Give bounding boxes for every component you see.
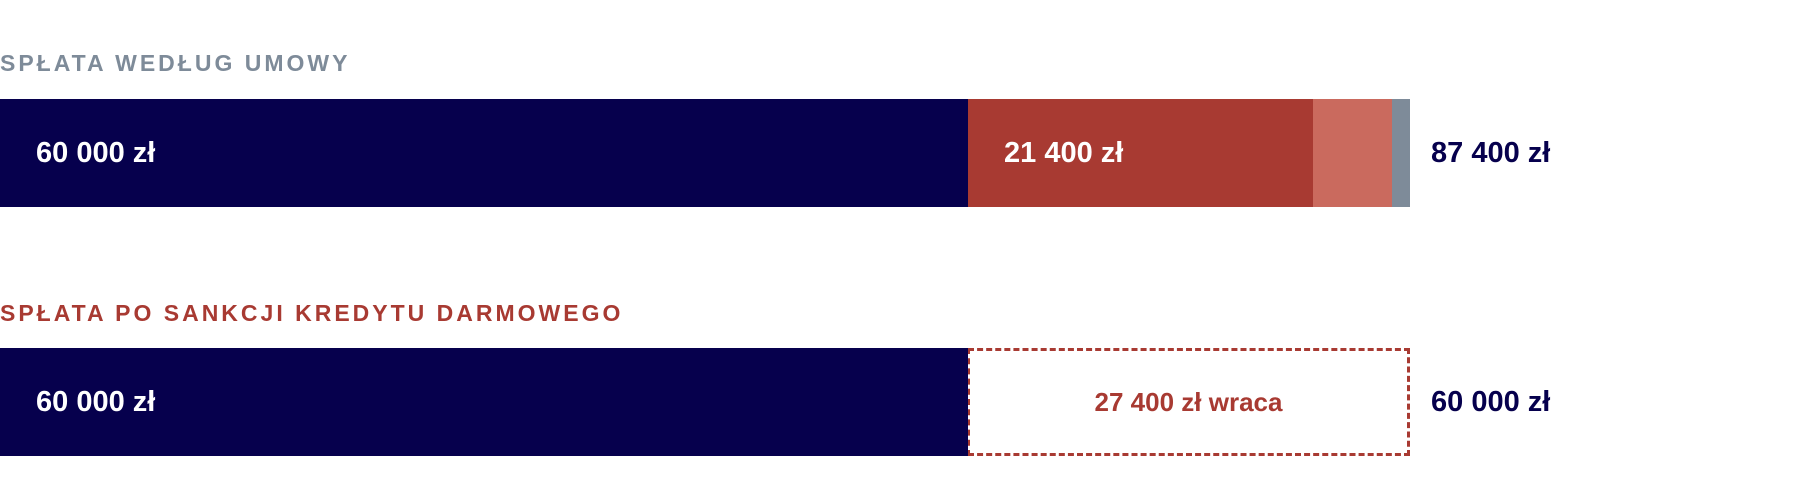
segment-value-label: 60 000 zł — [36, 386, 156, 418]
segment-value-label: 60 000 zł — [36, 137, 156, 169]
chart-title-sanction-repayment: SPŁATA PO SANKCJI KREDYTU DARMOWEGO — [0, 300, 624, 326]
bar-segment — [1392, 99, 1410, 207]
bar-total-label: 60 000 zł — [1431, 386, 1551, 418]
bar-segment — [1313, 99, 1392, 207]
returned-amount-label: 27 400 zł wraca — [1094, 387, 1283, 417]
chart-title-contract-repayment: SPŁATA WEDŁUG UMOWY — [0, 50, 351, 76]
bar-segment — [968, 99, 1313, 207]
bar-segment — [0, 99, 968, 207]
bar-total-label: 87 400 zł — [1431, 137, 1551, 169]
returned-amount-box: 27 400 zł wraca — [968, 348, 1410, 456]
bar-segment — [0, 348, 968, 456]
segment-value-label: 21 400 zł — [1004, 137, 1124, 169]
